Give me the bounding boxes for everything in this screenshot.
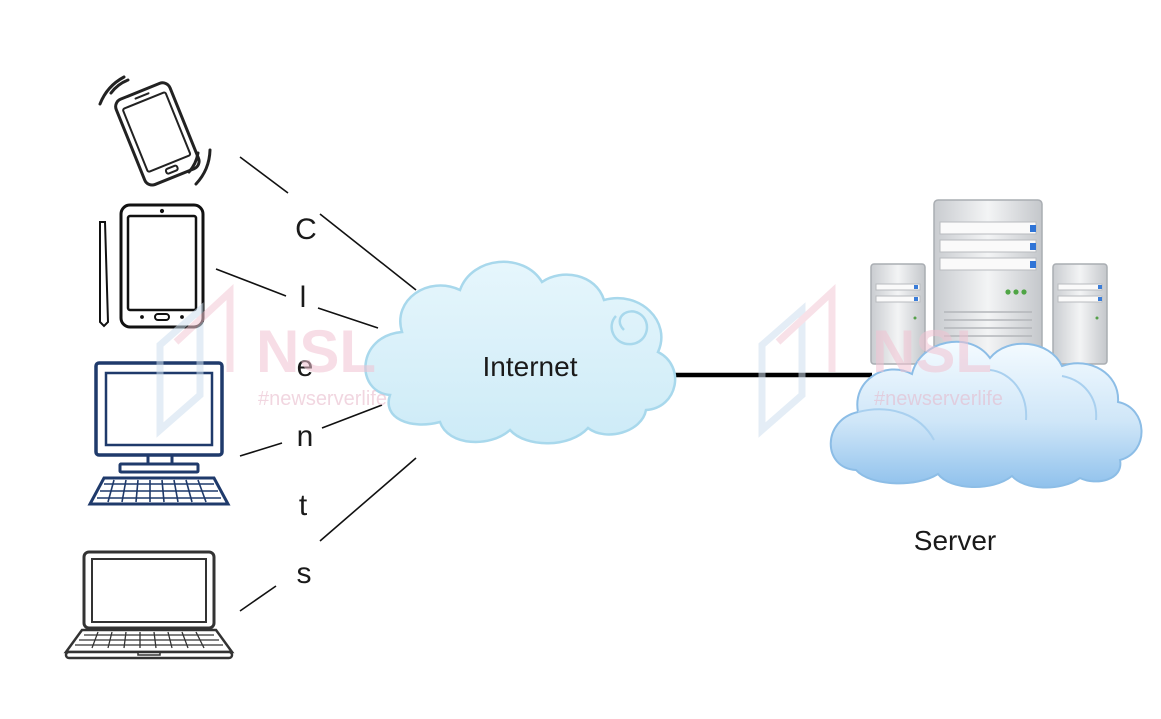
clients-letter: e xyxy=(297,350,314,383)
internet-cloud-icon: Internet xyxy=(364,260,677,445)
line-l-to-internet xyxy=(317,307,379,329)
clients-letter: t xyxy=(299,489,308,522)
server-label: Server xyxy=(914,525,996,556)
line-laptop-to-s xyxy=(239,585,277,612)
watermark-left: NSL #newserverlife xyxy=(156,283,387,438)
watermark-logo-text: NSL xyxy=(872,318,992,385)
clients-letter: s xyxy=(297,557,312,590)
connector-lines xyxy=(215,156,417,612)
watermark-tagline: #newserverlife xyxy=(874,388,1003,410)
line-c-to-internet xyxy=(319,213,417,291)
server-cloud-icon: Server xyxy=(829,340,1143,556)
line-tablet-to-l xyxy=(215,268,287,297)
tablet-icon xyxy=(99,203,205,329)
line-n-to-internet xyxy=(321,404,383,429)
desktop-computer-icon xyxy=(87,361,231,506)
watermark-logo-text: NSL xyxy=(256,318,376,385)
clients-label: C l e n t s xyxy=(295,213,317,590)
nsl-logo-mark-icon xyxy=(156,283,234,438)
clients-letter: C xyxy=(295,213,317,246)
nsl-logo-mark-icon xyxy=(758,283,836,438)
watermark-right: NSL #newserverlife xyxy=(758,283,1003,438)
clients-letter: n xyxy=(297,420,314,453)
watermark-tagline: #newserverlife xyxy=(258,388,387,410)
smartphone-icon xyxy=(98,75,212,187)
clients-letter: l xyxy=(300,281,307,314)
internet-label: Internet xyxy=(483,351,578,382)
line-smartphone-to-c xyxy=(239,156,289,194)
line-desktop-to-n xyxy=(239,442,283,457)
laptop-icon xyxy=(63,550,235,660)
line-s-to-internet xyxy=(319,457,417,542)
